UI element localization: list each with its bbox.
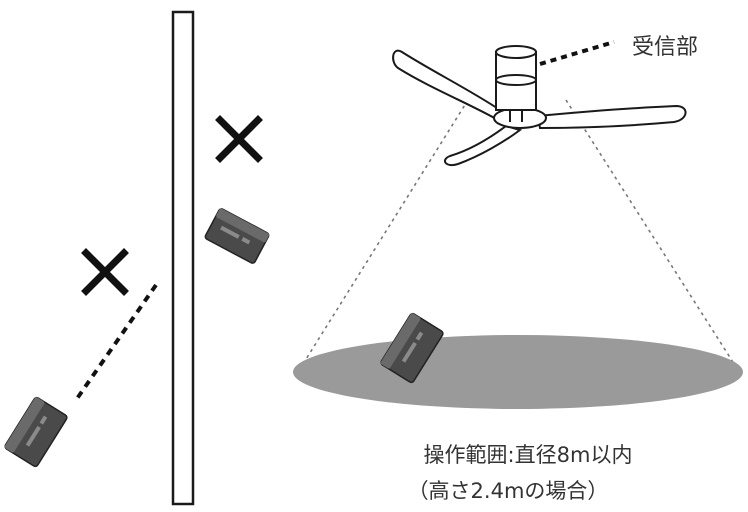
range-caption-line2: （高さ2.4mの場合）	[408, 479, 609, 503]
remote-control-icon-in-range	[380, 312, 444, 384]
receiver-label: 受信部	[632, 35, 698, 60]
remote-control-icon-behind-wall	[204, 208, 270, 264]
operating-range-ellipse	[293, 335, 743, 409]
wall	[171, 10, 195, 506]
receiver-leader-line	[539, 40, 615, 66]
ceiling-fan-icon	[392, 45, 687, 166]
range-cone-line-right	[565, 99, 739, 371]
blocked-signal-line	[74, 283, 158, 402]
fan-blade-left	[392, 49, 502, 122]
remote-control-icon-left	[4, 396, 68, 468]
range-cone-line-left	[297, 99, 469, 373]
fan-blade-front	[443, 124, 523, 166]
blocked-cross-icon-upper	[215, 115, 263, 163]
blocked-cross-icon-lower	[81, 248, 129, 296]
receiver-housing	[495, 51, 537, 111]
range-caption-line1: 操作範囲:直径8m以内	[424, 443, 633, 467]
fan-blade-right	[536, 104, 687, 130]
